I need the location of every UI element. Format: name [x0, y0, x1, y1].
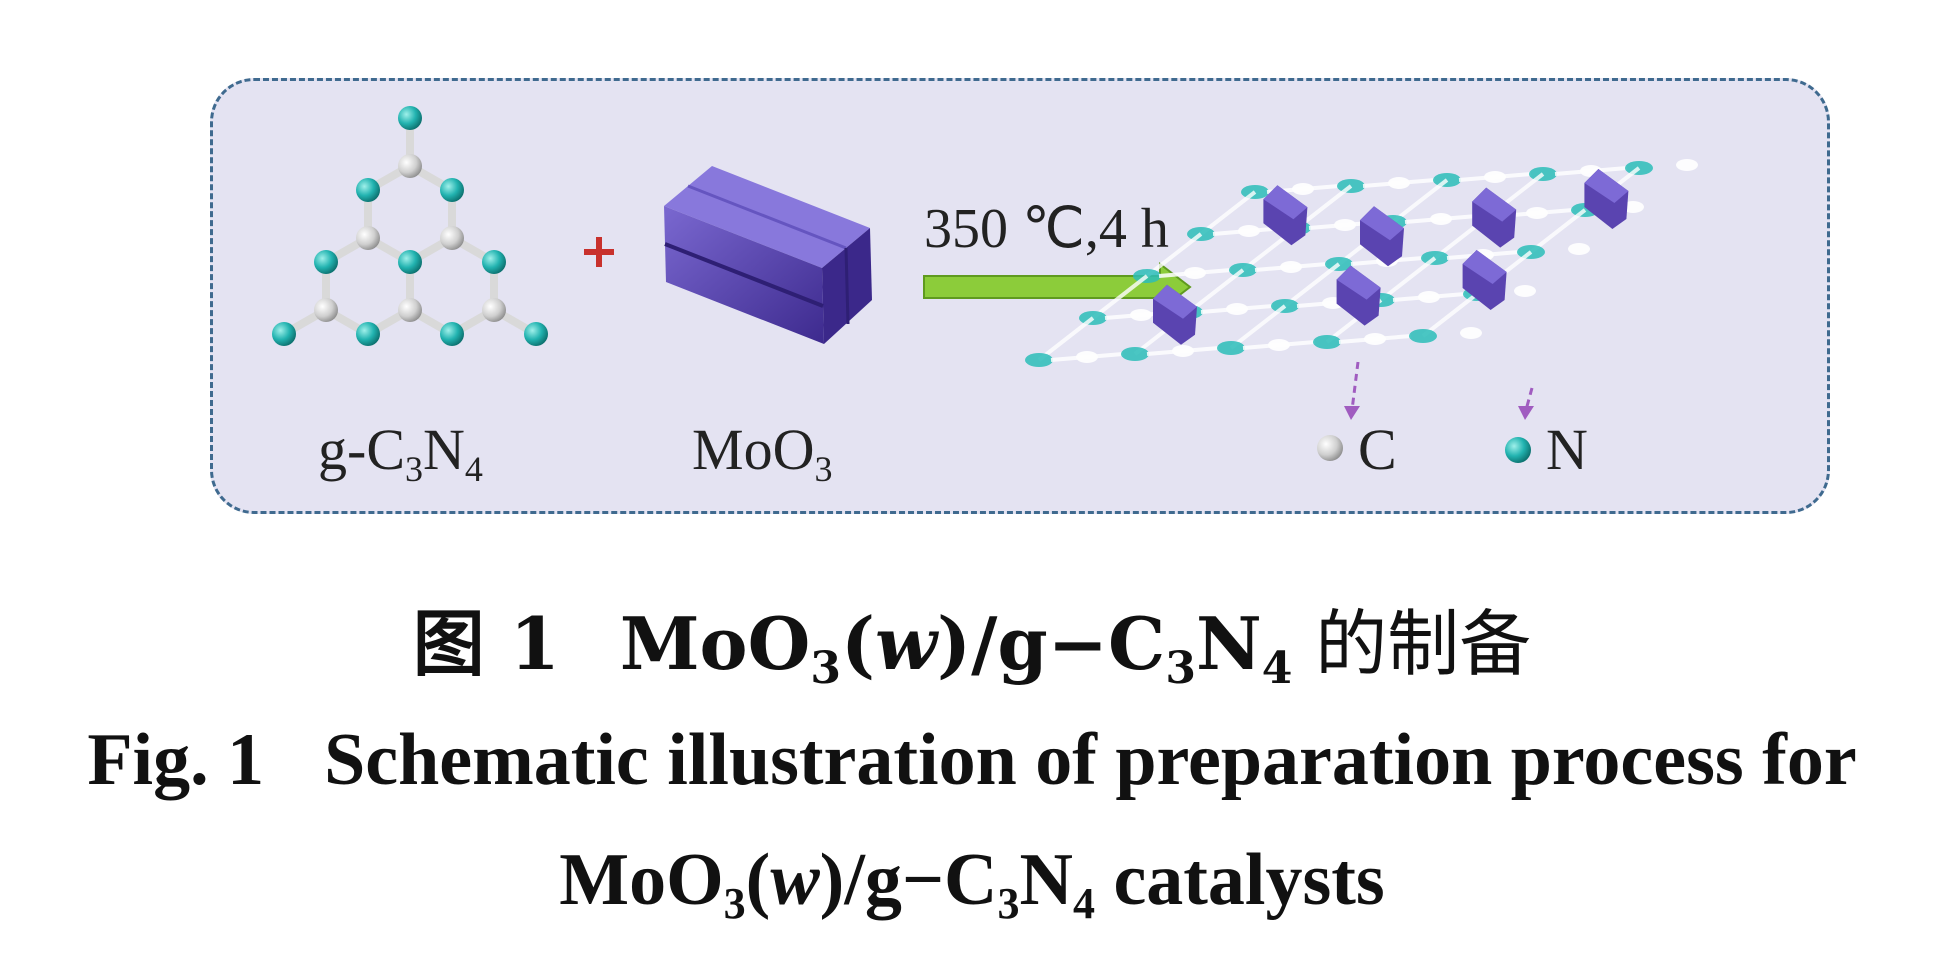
- sheet-bond: [1200, 304, 1274, 314]
- nitrogen-atoms: [272, 106, 548, 346]
- carbon-atoms: [314, 154, 506, 322]
- sheet-bond: [1091, 274, 1149, 320]
- sheet-bond: [1145, 232, 1203, 278]
- sheet-moo3-top: [1263, 185, 1308, 220]
- sheet-c-atom: [1676, 159, 1698, 171]
- sheet-bond: [1242, 340, 1316, 350]
- sheet-c-atom: [1460, 327, 1482, 339]
- sheet-c-atom: [1568, 243, 1590, 255]
- sheet-bond: [1379, 256, 1437, 302]
- sheet-n-atom: [1025, 353, 1053, 367]
- reaction-condition: 350 ℃,4 h: [924, 198, 1169, 260]
- legend-n-label: N: [1546, 417, 1588, 482]
- pointer-arrowheads: [1344, 406, 1534, 420]
- sheet-bond: [1187, 268, 1245, 314]
- sheet-c-atom: [1514, 285, 1536, 297]
- sheet-n-atom: [1409, 329, 1437, 343]
- label-moo3: MoO3: [692, 417, 833, 489]
- sheet-bond: [1146, 346, 1220, 356]
- moo3-particles: [1153, 169, 1629, 345]
- legend-nitrogen-icon: [1505, 437, 1531, 463]
- sheet-moo3-top: [1472, 187, 1517, 222]
- sheet-bond: [1254, 262, 1328, 272]
- sheet-bond: [1199, 190, 1257, 236]
- label-g-c3n4: g-C3N4: [318, 417, 483, 489]
- sheet-bond: [1404, 214, 1478, 224]
- sheet-moo3-top: [1462, 250, 1507, 284]
- sheet-n-atom: [1121, 347, 1149, 361]
- sheet-bond: [1158, 268, 1232, 278]
- sheet-bond: [1391, 178, 1449, 224]
- sheet-bond: [1529, 208, 1587, 254]
- moo3-block-icon: [664, 166, 872, 344]
- sheet-n-atom: [1313, 335, 1341, 349]
- sheet-bond: [1458, 172, 1532, 182]
- sheet-moo3-top: [1336, 265, 1381, 300]
- sheet-bond: [1362, 178, 1436, 188]
- sheet-bond: [1050, 352, 1124, 362]
- sheet-bond: [1392, 292, 1466, 302]
- plus-icon: [584, 237, 614, 267]
- sheet-bond: [1037, 316, 1095, 362]
- sheet-bond: [1554, 166, 1628, 176]
- sheet-moo3-top: [1360, 206, 1404, 241]
- sheet-bond: [1421, 292, 1479, 338]
- sheet-bond: [1338, 334, 1412, 344]
- sheet-moo3-top: [1584, 169, 1629, 203]
- sheet-n-atom: [1217, 341, 1245, 355]
- sheet-moo3-top: [1153, 284, 1197, 319]
- pointer-arrows: [1350, 361, 1534, 411]
- sheet-bond: [1229, 304, 1287, 350]
- caption-english-line2: MoO3(w)/g−C3N4 catalysts: [559, 839, 1385, 928]
- legend-carbon-icon: [1317, 435, 1343, 461]
- legend-c-label: C: [1358, 417, 1397, 482]
- sheet-c-atom: [1622, 201, 1644, 213]
- sheet-bond: [1283, 262, 1341, 308]
